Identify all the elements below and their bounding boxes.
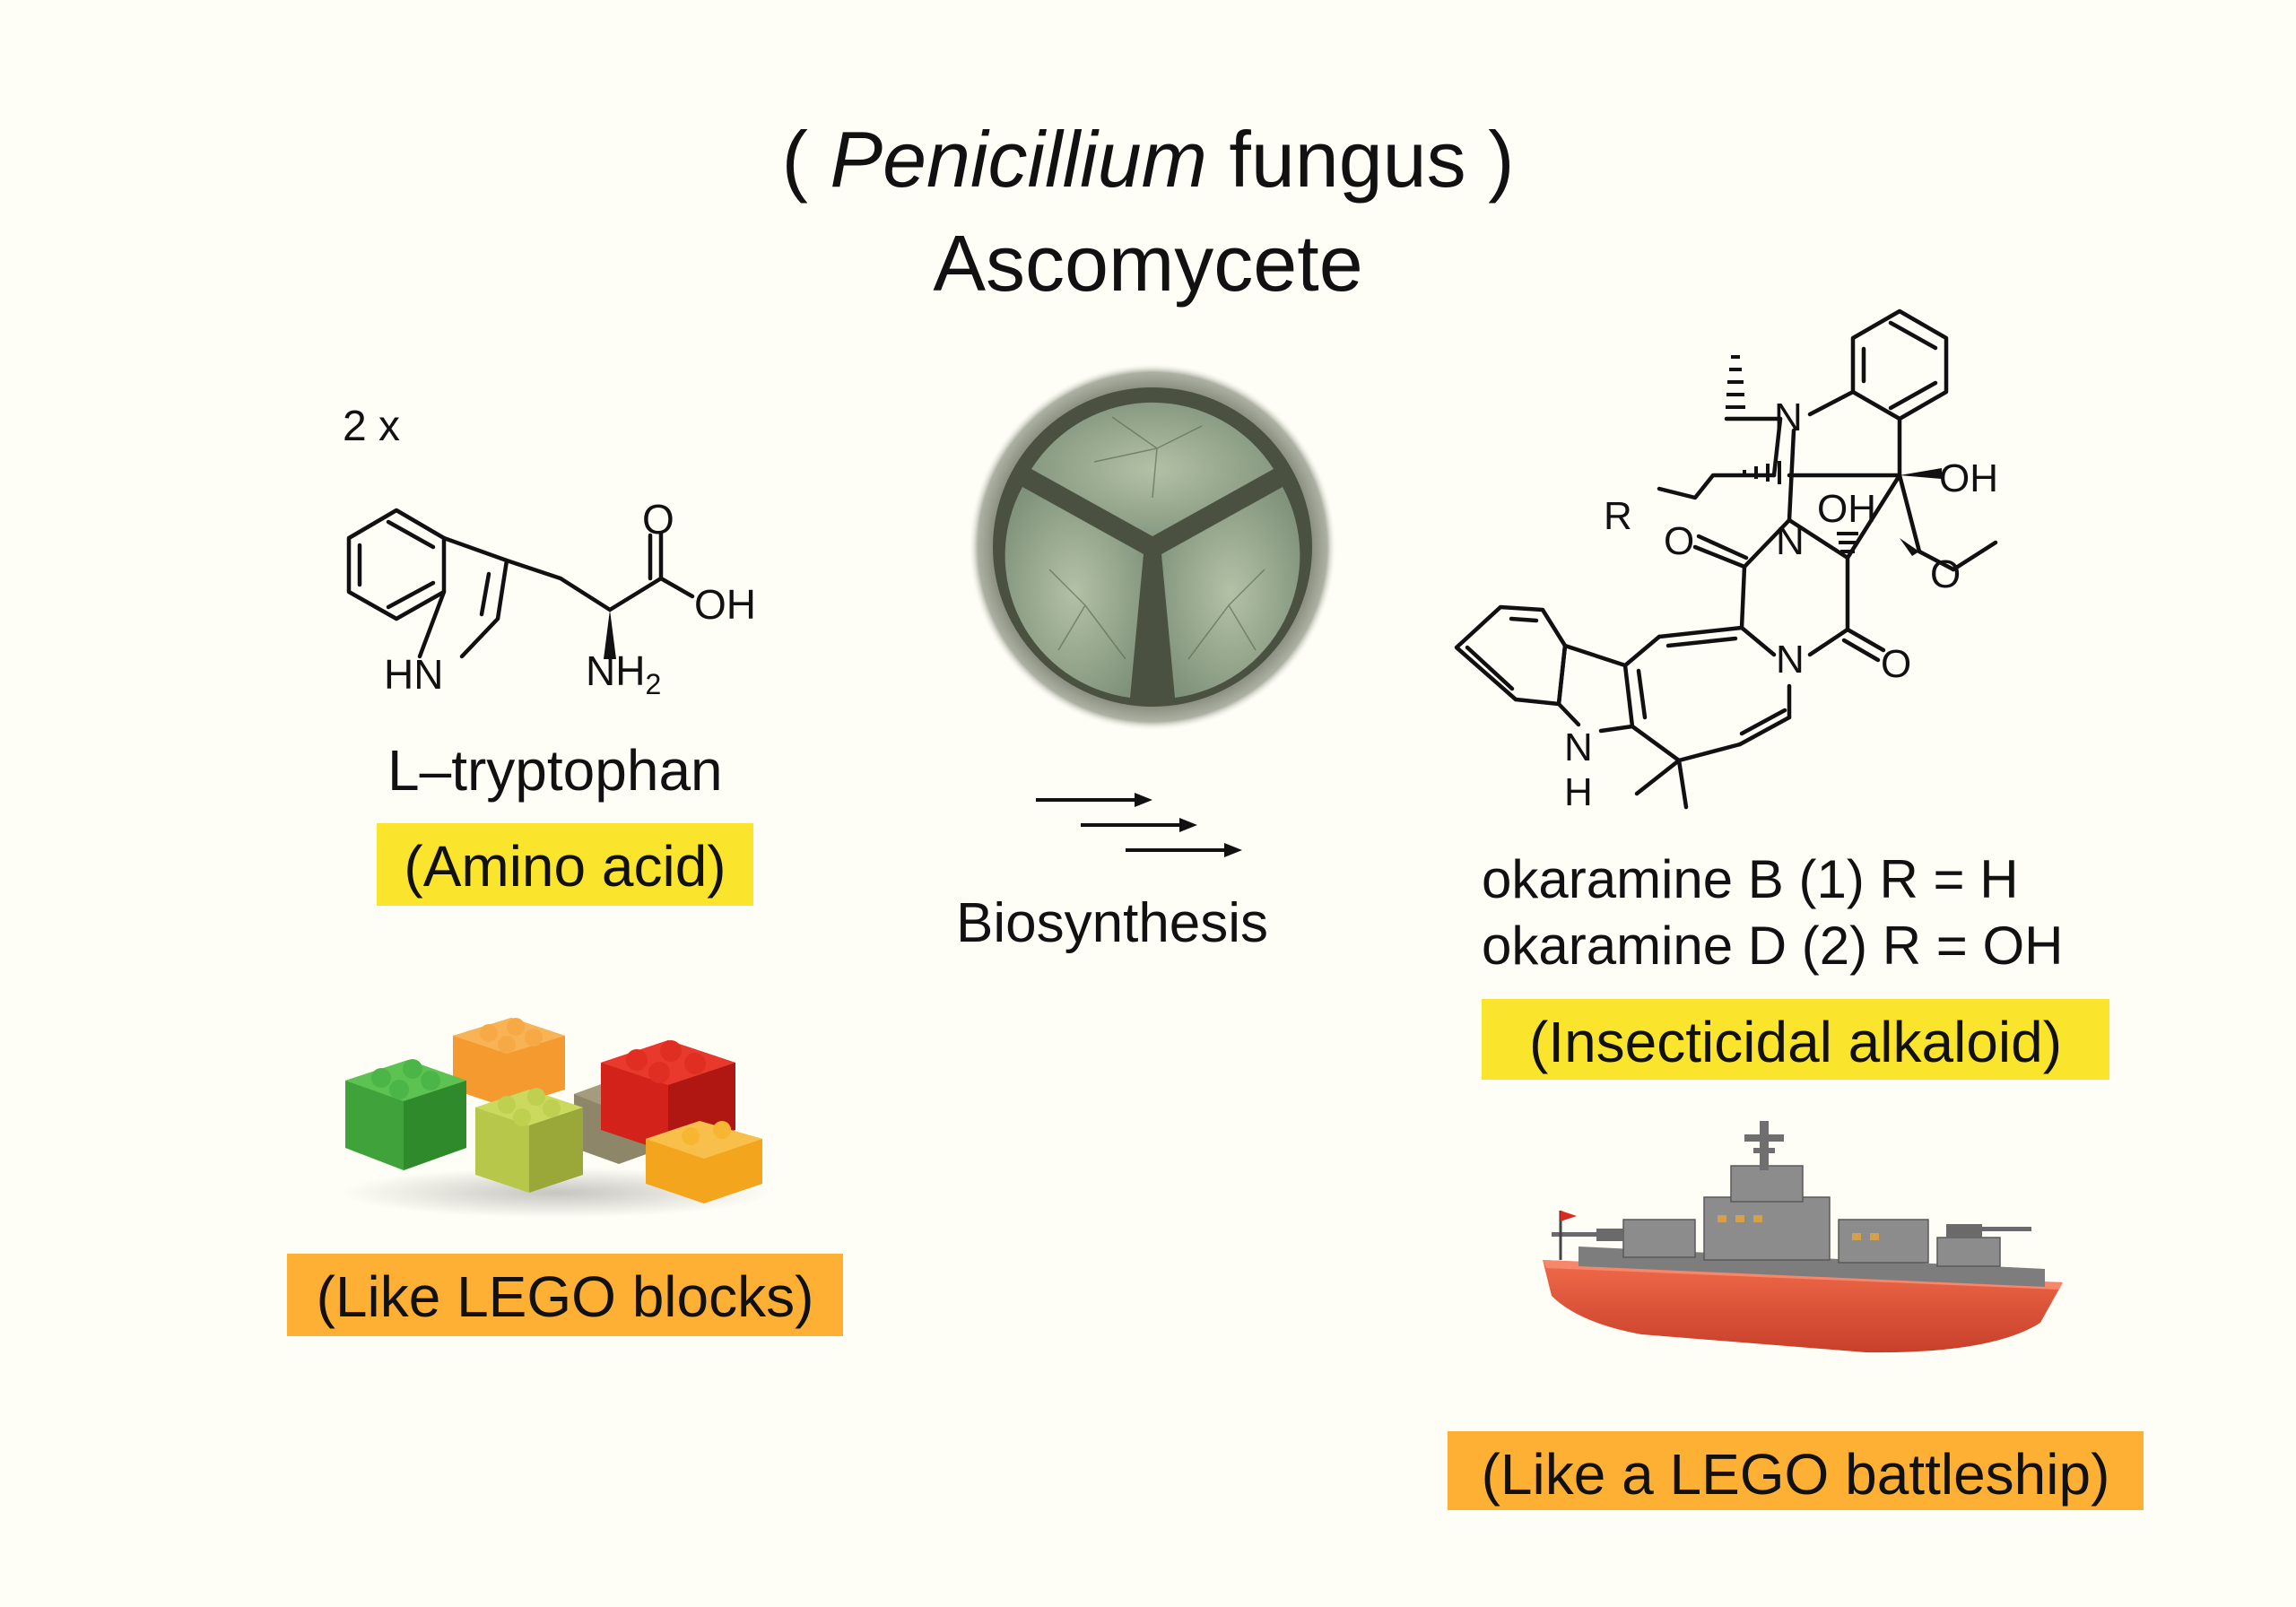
okaramine-oh-right: OH bbox=[1939, 456, 1998, 500]
amino-acid-badge: (Amino acid) bbox=[377, 823, 753, 906]
okaramine-n-top: N bbox=[1774, 395, 1803, 439]
tryptophan-name: L–tryptophan bbox=[387, 738, 723, 803]
title-open-paren: ( bbox=[781, 115, 808, 204]
lego-blocks-image bbox=[341, 1018, 771, 1218]
title-close-paren: ) bbox=[1488, 115, 1515, 204]
multiplier-label: 2 x bbox=[343, 403, 401, 450]
tryptophan-o: O bbox=[642, 496, 674, 543]
title-fungus-word: fungus bbox=[1229, 115, 1466, 204]
lego-blocks-badge: (Like LEGO blocks) bbox=[287, 1254, 843, 1336]
yellow-brick bbox=[646, 1121, 762, 1203]
title-line-2: Ascomycete bbox=[933, 219, 1363, 308]
biosynthesis-label: Biosynthesis bbox=[956, 892, 1269, 954]
tryptophan-hn: HN bbox=[384, 651, 443, 698]
fungus-colony-image bbox=[969, 363, 1336, 731]
lime-brick bbox=[475, 1088, 583, 1193]
okaramine-d-label: okaramine D (2) R = OH bbox=[1482, 916, 2064, 976]
orange-brick bbox=[453, 1018, 565, 1108]
okaramine-nh-h: H bbox=[1564, 770, 1593, 814]
alkaloid-badge: (Insecticidal alkaloid) bbox=[1482, 999, 2109, 1080]
okaramine-n-lower: N bbox=[1776, 638, 1805, 682]
okaramine-oh-middle: OH bbox=[1817, 487, 1876, 531]
tryptophan-oh: OH bbox=[694, 581, 756, 628]
green-brick bbox=[345, 1059, 466, 1170]
okaramine-o-methoxy: O bbox=[1930, 552, 1961, 596]
okaramine-o-left: O bbox=[1664, 519, 1694, 563]
lego-battleship-image bbox=[1543, 1121, 2063, 1353]
okaramine-nh-n: N bbox=[1564, 725, 1593, 769]
title-line-1: ( Penicillium fungus ) bbox=[0, 120, 2296, 199]
okaramine-n-middle: N bbox=[1776, 519, 1805, 563]
battleship-badge: (Like a LEGO battleship) bbox=[1448, 1431, 2144, 1510]
title-genus: Penicillium bbox=[830, 115, 1207, 204]
okaramine-o-right: O bbox=[1881, 642, 1911, 686]
tryptophan-nh2: NH2 bbox=[586, 647, 661, 700]
okaramine-r: R bbox=[1604, 494, 1632, 538]
biosynthesis-arrows bbox=[1036, 793, 1242, 857]
okaramine-b-label: okaramine B (1) R = H bbox=[1482, 849, 2019, 909]
